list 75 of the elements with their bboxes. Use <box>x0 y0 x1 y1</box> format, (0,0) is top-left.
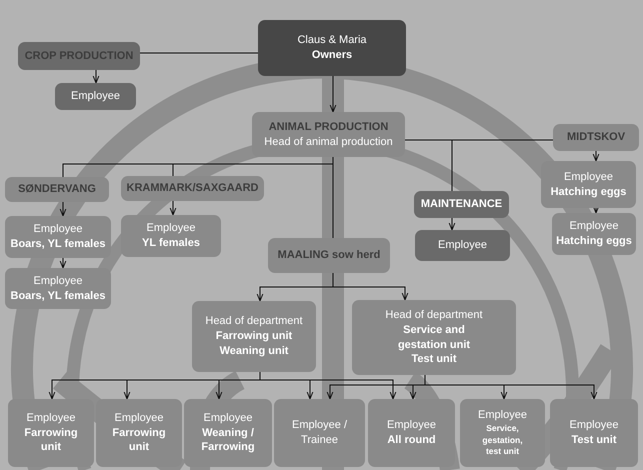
arrow <box>592 150 600 162</box>
connector-line <box>404 140 452 192</box>
connector-line <box>332 156 334 238</box>
org-box <box>414 191 509 218</box>
org-box <box>5 268 111 309</box>
box-title: Employee <box>478 408 527 424</box>
arrow <box>92 70 100 84</box>
org-box <box>184 399 272 467</box>
box-title: MAINTENANCE <box>420 197 502 212</box>
arrow <box>60 202 66 216</box>
org-box <box>550 399 638 467</box>
org-box <box>121 176 264 201</box>
arrow <box>424 374 598 400</box>
org-box <box>415 230 510 261</box>
box-subtitle: Test unit <box>571 433 616 448</box>
box-subtitle: Boars, YL females <box>10 288 106 304</box>
box-title: Employee / Trainee <box>290 418 348 448</box>
arrow <box>260 372 396 400</box>
box-subtitle: All round <box>387 433 436 448</box>
box-title: Employee <box>146 221 196 236</box>
org-box <box>268 238 390 273</box>
org-box <box>5 177 109 202</box>
box-title: Employee <box>564 170 613 184</box>
box-subtitle: Head of animal production <box>264 134 393 150</box>
box-subtitle: Service and gestation unit Test unit <box>396 322 472 368</box>
org-box <box>368 399 455 467</box>
org-box <box>121 215 221 257</box>
box-title: Employee <box>570 219 618 234</box>
org-box <box>55 83 136 110</box>
box-title: Claus & Maria <box>297 33 367 48</box>
box-title: ANIMAL PRODUCTION <box>268 120 388 134</box>
box-title: MIDTSKOV <box>566 130 626 145</box>
box-title: KRAMMARK/SAXGAARD <box>126 181 258 196</box>
org-box <box>258 20 406 76</box>
box-subtitle: Farrowing unit Weaning unit <box>214 329 294 359</box>
box-title: Employee <box>26 410 76 426</box>
org-box <box>352 300 516 375</box>
org-box <box>552 213 636 255</box>
org-box <box>553 124 639 151</box>
box-title: Employee <box>34 222 82 237</box>
org-box <box>8 399 94 467</box>
box-title: Employee <box>34 274 82 288</box>
box-subtitle: Hatching eggs <box>550 184 626 200</box>
arrow <box>592 206 600 214</box>
box-title: MAALING sow herd <box>278 248 380 263</box>
org-box <box>252 112 405 157</box>
org-box <box>460 399 545 467</box>
box-subtitle: Farrowing unit <box>111 426 167 456</box>
org-box <box>18 42 140 70</box>
box-title: Employee <box>438 238 487 253</box>
box-subtitle: Service, gestation, test unit <box>481 423 524 458</box>
box-title: Employee <box>114 410 164 426</box>
box-title: Employee <box>570 418 618 433</box>
box-title: Head of department <box>205 314 303 330</box>
box-title: Head of department <box>385 308 483 323</box>
box-title: Employee <box>387 418 436 433</box>
org-box <box>192 301 316 372</box>
connector-line <box>140 52 258 54</box>
box-subtitle: Farrowing unit <box>23 426 79 456</box>
org-box <box>274 399 365 467</box>
org-box <box>5 216 111 258</box>
arrow <box>60 258 66 268</box>
box-subtitle: Weaning / Farrowing <box>200 426 256 456</box>
box-subtitle: Boars, YL females <box>10 237 106 252</box>
box-subtitle: YL females <box>142 236 200 251</box>
box-subtitle: Owners <box>312 48 352 63</box>
org-box <box>541 161 636 208</box>
box-title: SØNDERVANG <box>18 182 96 197</box>
arrow <box>448 218 456 230</box>
arrow <box>330 76 336 112</box>
org-box <box>96 399 182 467</box>
box-subtitle: Hatching eggs <box>556 234 632 249</box>
arrow <box>170 200 176 216</box>
box-title: Employee <box>71 89 120 104</box>
box-title: Employee <box>204 410 252 426</box>
